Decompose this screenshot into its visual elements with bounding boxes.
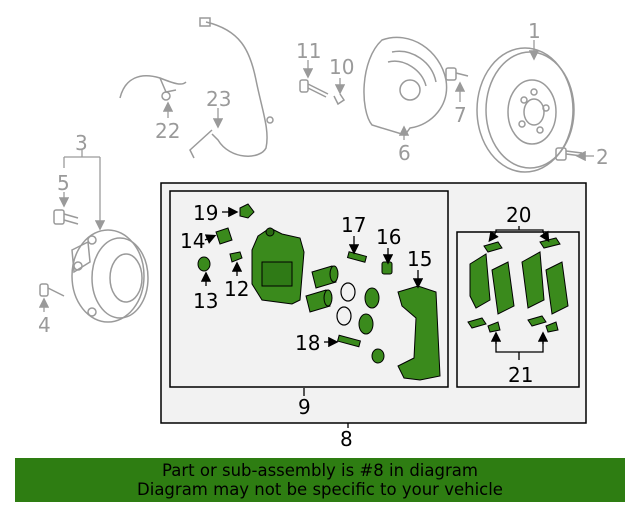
caliper-bracket [397, 285, 441, 381]
callout-19: 19 [193, 201, 218, 225]
callout-4: 4 [38, 313, 51, 337]
callout-9: 9 [298, 395, 311, 419]
assembly-notice-banner: Part or sub-assembly is #8 in diagram Di… [15, 458, 625, 502]
callout-7: 7 [454, 103, 467, 127]
callout-13: 13 [193, 289, 218, 313]
callout-23: 23 [206, 87, 231, 111]
gray-leaders [38, 40, 594, 312]
black-leaders [200, 206, 550, 428]
callout-2: 2 [596, 145, 609, 169]
callout-14: 14 [180, 229, 205, 253]
shield-bolt [445, 67, 469, 81]
bolt-11 [299, 79, 329, 98]
callout-12: 12 [224, 277, 249, 301]
callout-11: 11 [296, 39, 321, 63]
banner-line-1: Part or sub-assembly is #8 in diagram [162, 461, 478, 480]
callout-10: 10 [329, 55, 354, 79]
callout-16: 16 [376, 225, 401, 249]
callout-3: 3 [75, 131, 88, 155]
dust-boots [358, 287, 380, 335]
hub-assembly [71, 229, 149, 323]
brake-pads [467, 237, 569, 333]
callout-21: 21 [508, 363, 533, 387]
caliper-9-box [169, 190, 449, 388]
callout-22: 22 [155, 119, 180, 143]
hub-bolt-4 [39, 283, 65, 297]
callout-5: 5 [57, 171, 70, 195]
callout-20: 20 [506, 203, 531, 227]
dust-shield [363, 36, 448, 136]
small-parts [197, 203, 393, 364]
callout-17: 17 [341, 213, 366, 237]
pistons [305, 265, 339, 313]
callout-18: 18 [295, 331, 320, 355]
caliper-body [251, 227, 305, 305]
sensor-wire-22 [119, 75, 187, 101]
callout-1: 1 [528, 19, 541, 43]
banner-line-2: Diagram may not be specific to your vehi… [137, 480, 503, 499]
piston-seals [336, 282, 356, 326]
sensor-wire-23 [189, 17, 274, 159]
callout-15: 15 [407, 247, 432, 271]
brake-disc [476, 47, 575, 173]
hub-bolt-5 [53, 209, 79, 225]
callout-6: 6 [398, 141, 411, 165]
callout-8: 8 [340, 427, 353, 451]
clip-10 [333, 93, 346, 106]
disc-screw [555, 147, 583, 161]
